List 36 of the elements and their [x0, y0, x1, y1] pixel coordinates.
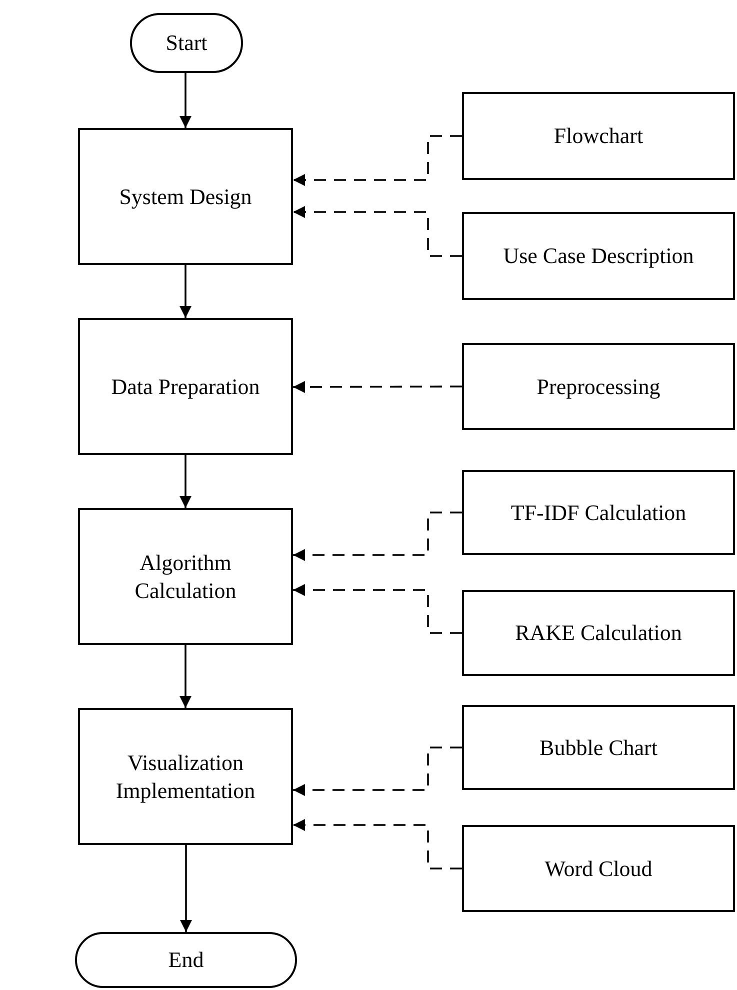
arrow — [180, 265, 192, 318]
dashed-arrow — [293, 819, 462, 870]
node-label: Start — [166, 29, 208, 57]
process-box — [462, 705, 735, 790]
process-box — [462, 825, 735, 912]
arrow — [180, 455, 192, 508]
process-box — [78, 708, 293, 845]
dashed-arrow — [293, 206, 462, 257]
process-box — [462, 590, 735, 676]
dashed-arrow — [293, 584, 462, 634]
node-label: Use Case Description — [503, 242, 694, 270]
process-box — [462, 92, 735, 180]
arrow — [180, 73, 192, 128]
node-label: RAKE Calculation — [515, 619, 682, 647]
node-label: Bubble Chart — [540, 734, 658, 762]
node-label: Word Cloud — [544, 854, 652, 882]
process-box — [78, 318, 293, 455]
arrow — [180, 845, 192, 932]
node-label: Data Preparation — [111, 372, 260, 400]
node-label: End — [168, 946, 204, 974]
process-box — [78, 508, 293, 645]
dashed-arrow — [293, 512, 462, 561]
node-label: System Design — [119, 182, 252, 210]
dashed-arrow — [293, 746, 462, 796]
process-box — [462, 343, 735, 430]
arrow — [180, 645, 192, 708]
node-label: Algorithm Calculation — [134, 549, 238, 604]
dashed-arrow — [293, 135, 462, 186]
node-label: Visualization Implementation — [114, 749, 256, 804]
dashed-arrow — [293, 380, 462, 393]
node-label: Flowchart — [554, 122, 644, 150]
process-box — [462, 470, 735, 555]
process-box — [462, 212, 735, 300]
process-box — [78, 128, 293, 265]
node-label: Preprocessing — [536, 372, 660, 400]
node-label: TF-IDF Calculation — [510, 498, 686, 526]
